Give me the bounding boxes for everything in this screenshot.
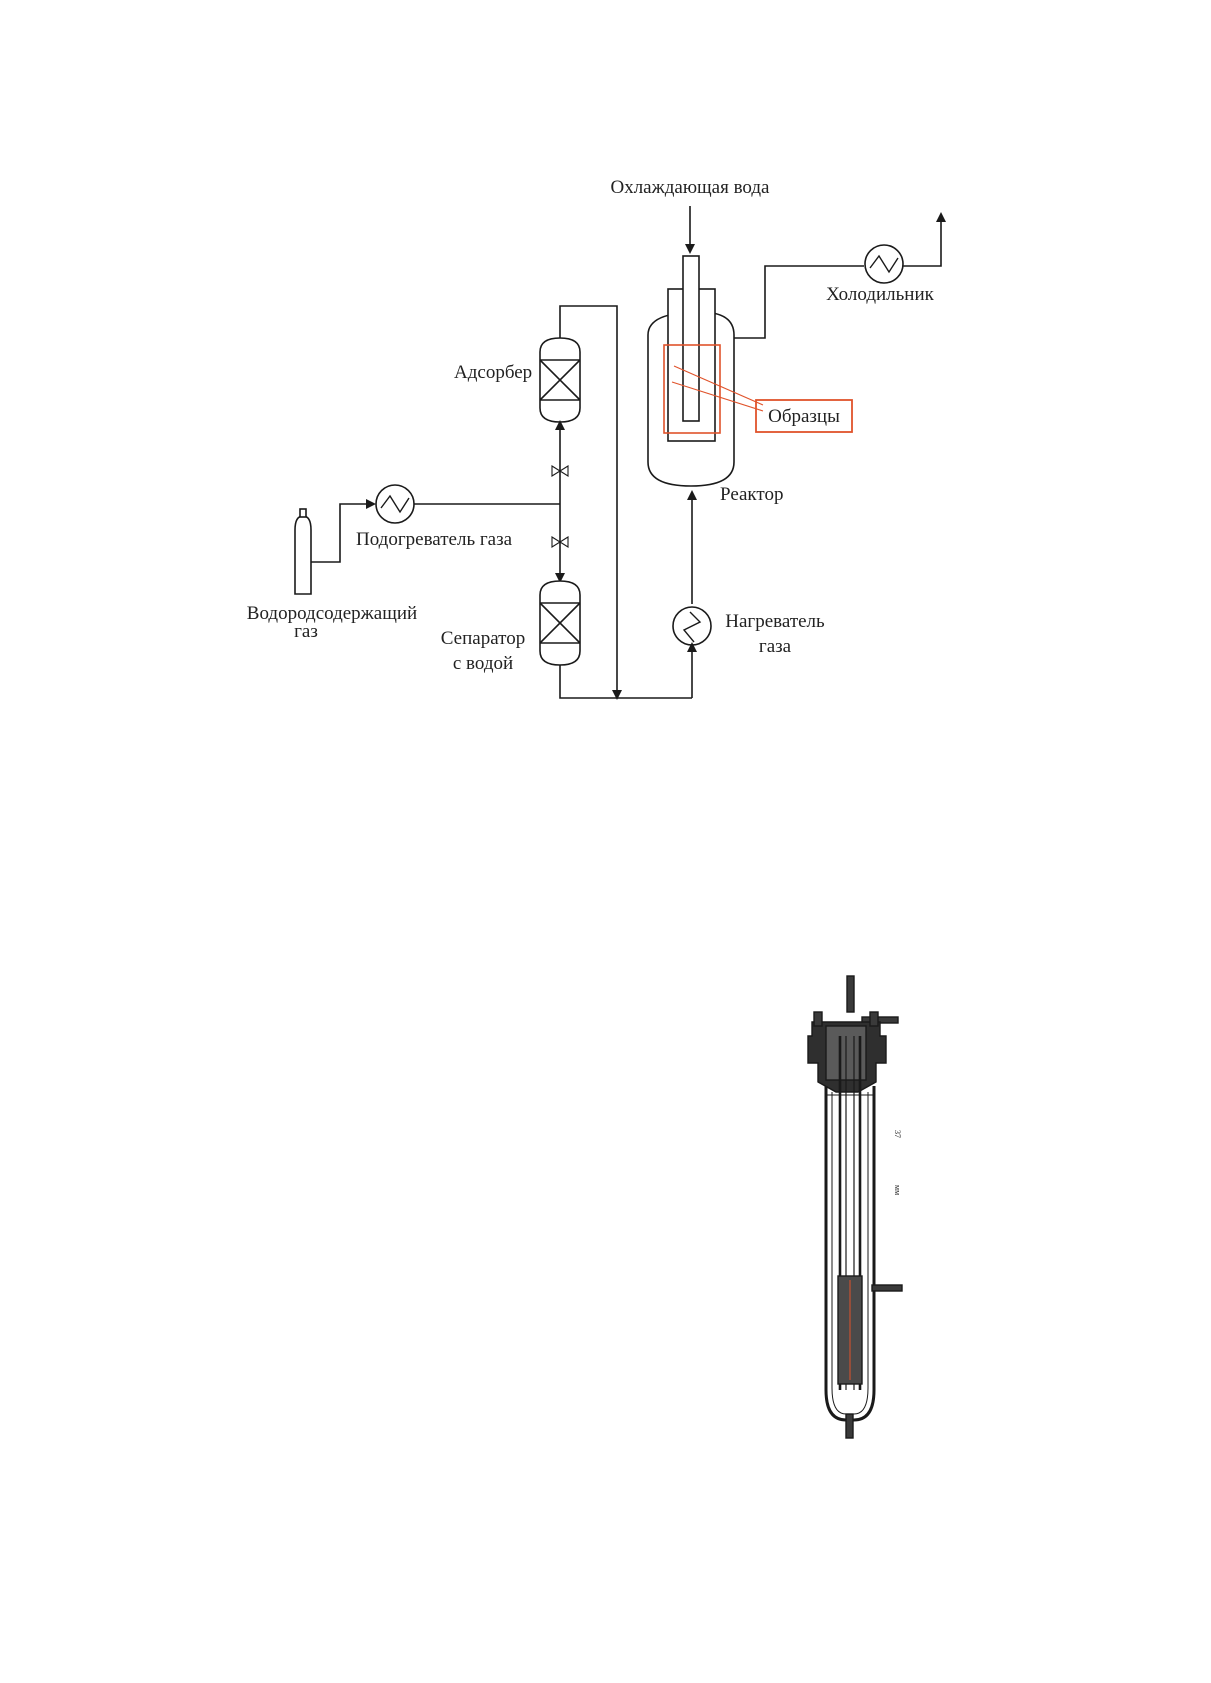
bottom-header-pipe bbox=[559, 665, 692, 699]
gas-feed-pipe bbox=[311, 503, 373, 563]
sample-basket bbox=[837, 1275, 863, 1385]
samples-label: Образцы bbox=[768, 406, 840, 427]
valve-lower bbox=[551, 536, 569, 548]
reactor-inlet-arrow bbox=[687, 490, 697, 500]
gas-heater-label-line2: газа bbox=[759, 636, 792, 657]
bottom-side-nozzle bbox=[871, 1284, 903, 1292]
cooler-coil bbox=[869, 254, 899, 274]
valve-upper bbox=[551, 465, 569, 477]
adsorber-inlet-arrow bbox=[555, 420, 565, 430]
gas-preheater-coil bbox=[380, 494, 410, 514]
drawing-side-mark-1: 37 bbox=[893, 1130, 902, 1138]
samples-pointer-1 bbox=[671, 381, 764, 412]
top-spindle bbox=[846, 975, 855, 1013]
reactor-label: Реактор bbox=[720, 484, 783, 505]
separator-label-line2: с водой bbox=[453, 653, 513, 674]
adsorber-bed-cross-2 bbox=[539, 359, 581, 401]
outlet-arrow bbox=[936, 212, 946, 222]
reactor-outlet-pipe bbox=[734, 265, 864, 339]
head-flange-inner bbox=[825, 1025, 867, 1081]
gas-preheater-label: Подогреватель газа bbox=[356, 529, 513, 550]
hydrogen-gas-label-line1: Водородсодержащий bbox=[247, 603, 417, 624]
flange-bolt-left bbox=[813, 1011, 823, 1027]
gas-cylinder bbox=[294, 515, 312, 595]
hydrogen-gas-label-line2: газ bbox=[294, 621, 318, 642]
recycle-arrow bbox=[612, 690, 622, 700]
separator-inlet-arrow bbox=[555, 573, 565, 583]
head-flange bbox=[807, 1021, 887, 1093]
separator-label-line1: Сепаратор bbox=[441, 628, 525, 649]
heater-inlet-arrow bbox=[687, 642, 697, 652]
process-flow-scheme: Охлаждающая вода Холодильник Адсорбер Об… bbox=[247, 177, 946, 700]
gas-heater-label-line1: Нагреватель bbox=[725, 611, 825, 632]
cooler-label: Холодильник bbox=[826, 284, 935, 305]
drawing-side-mark-2: мм bbox=[893, 1185, 902, 1195]
samples-holder bbox=[663, 344, 721, 434]
bottom-spindle bbox=[845, 1413, 854, 1439]
cooling-water-arrow bbox=[685, 244, 695, 254]
top-side-nozzle bbox=[861, 1016, 899, 1024]
reactor-shell-inner bbox=[831, 1092, 869, 1415]
reactor-shell bbox=[824, 1086, 876, 1422]
cooler-outlet-pipe bbox=[903, 220, 942, 267]
gas-heater-coil bbox=[682, 611, 702, 643]
reactor-cooling-tube bbox=[682, 255, 700, 422]
separator-bed-cross-2 bbox=[539, 602, 581, 644]
preheater-inlet-arrow bbox=[366, 499, 376, 509]
flange-bolt-right bbox=[869, 1011, 879, 1027]
cooling-water-label: Охлаждающая вода bbox=[610, 177, 770, 198]
gas-cylinder-valve bbox=[299, 508, 307, 518]
adsorber-label: Адсорбер bbox=[454, 362, 532, 383]
samples-pointer-2 bbox=[673, 365, 764, 406]
samples-label-box bbox=[755, 399, 853, 433]
recycle-loop-pipe bbox=[559, 305, 618, 698]
